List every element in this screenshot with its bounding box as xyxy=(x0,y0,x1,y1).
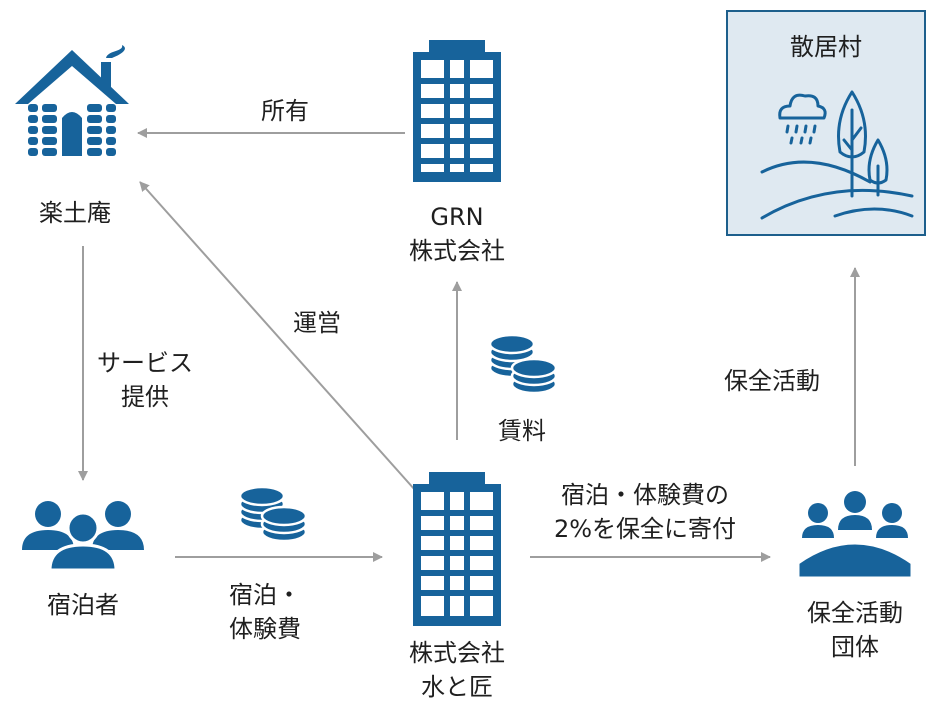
service-label: サービス 提供 xyxy=(97,349,193,411)
rakudoan-label: 楽土庵 xyxy=(39,199,111,227)
guests-label: 宿泊者 xyxy=(47,591,119,619)
conservation-activity-label: 保全活動 xyxy=(724,367,820,395)
donation-label: 宿泊・体験費の 2%を保全に寄付 xyxy=(553,481,737,543)
rent-label: 賃料 xyxy=(498,417,546,445)
round-table-group-icon xyxy=(796,491,914,580)
operation-label: 運営 xyxy=(293,309,341,337)
grn-label: GRN 株式会社 xyxy=(409,203,505,265)
log-cabin-icon xyxy=(15,45,129,156)
office-building-icon xyxy=(413,40,501,182)
operation-arrow xyxy=(139,181,416,491)
mizutotakumi-label: 株式会社 水と匠 xyxy=(409,639,505,701)
ownership-label: 所有 xyxy=(261,97,309,125)
office-building-icon xyxy=(413,472,501,626)
village-label: 散居村 xyxy=(790,33,862,61)
village-box xyxy=(726,10,926,236)
coins-icon xyxy=(238,485,308,543)
stay-fee-label: 宿泊・ 体験費 xyxy=(229,581,301,643)
coins-icon xyxy=(488,333,558,395)
people-group-icon xyxy=(22,501,144,572)
conservation-group-label: 保全活動 団体 xyxy=(807,599,903,661)
